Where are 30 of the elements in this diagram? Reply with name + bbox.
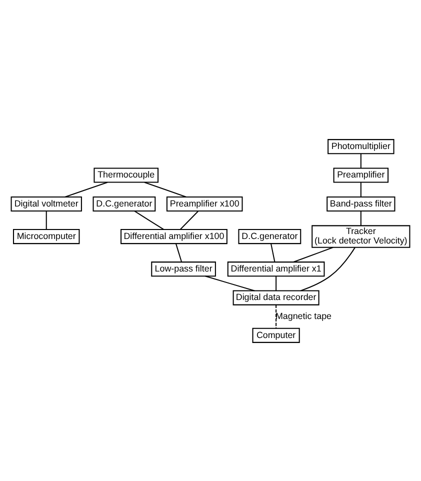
node-box: Differential amplifier x1 [227,261,325,276]
connector [270,243,276,262]
node-box: Differential amplifier x100 [120,228,228,244]
connector [293,246,334,262]
connector [360,182,362,196]
connector [360,153,362,168]
node-box: Tracker (Lock detector Velocity) [312,224,410,248]
connector [360,210,362,226]
edge-label: Magnetic tape [275,310,332,320]
node-box: Photomultiplier [328,138,394,154]
node-box: Digital voltmeter [10,196,82,212]
connector [176,243,182,262]
node-box: D.C.generator [92,196,156,212]
node-box: Thermocouple [94,167,159,182]
connector [134,210,164,230]
node-box: Band-pass filter [326,196,396,212]
node-box: Digital data recorder [232,290,320,305]
connector [46,210,47,229]
connector [180,210,198,230]
node-box: Microcomputer [13,228,80,244]
node-box: Preamplifier [333,167,389,182]
node-box: Computer [252,327,300,342]
connector [205,275,255,291]
node-box: D.C.generator [238,228,302,244]
connector [300,246,356,291]
node-box: Low-pass filter [151,261,216,276]
connector [276,276,277,290]
node-box: Preamplifier x100 [166,196,243,212]
connector [276,304,277,328]
connector [64,181,108,197]
